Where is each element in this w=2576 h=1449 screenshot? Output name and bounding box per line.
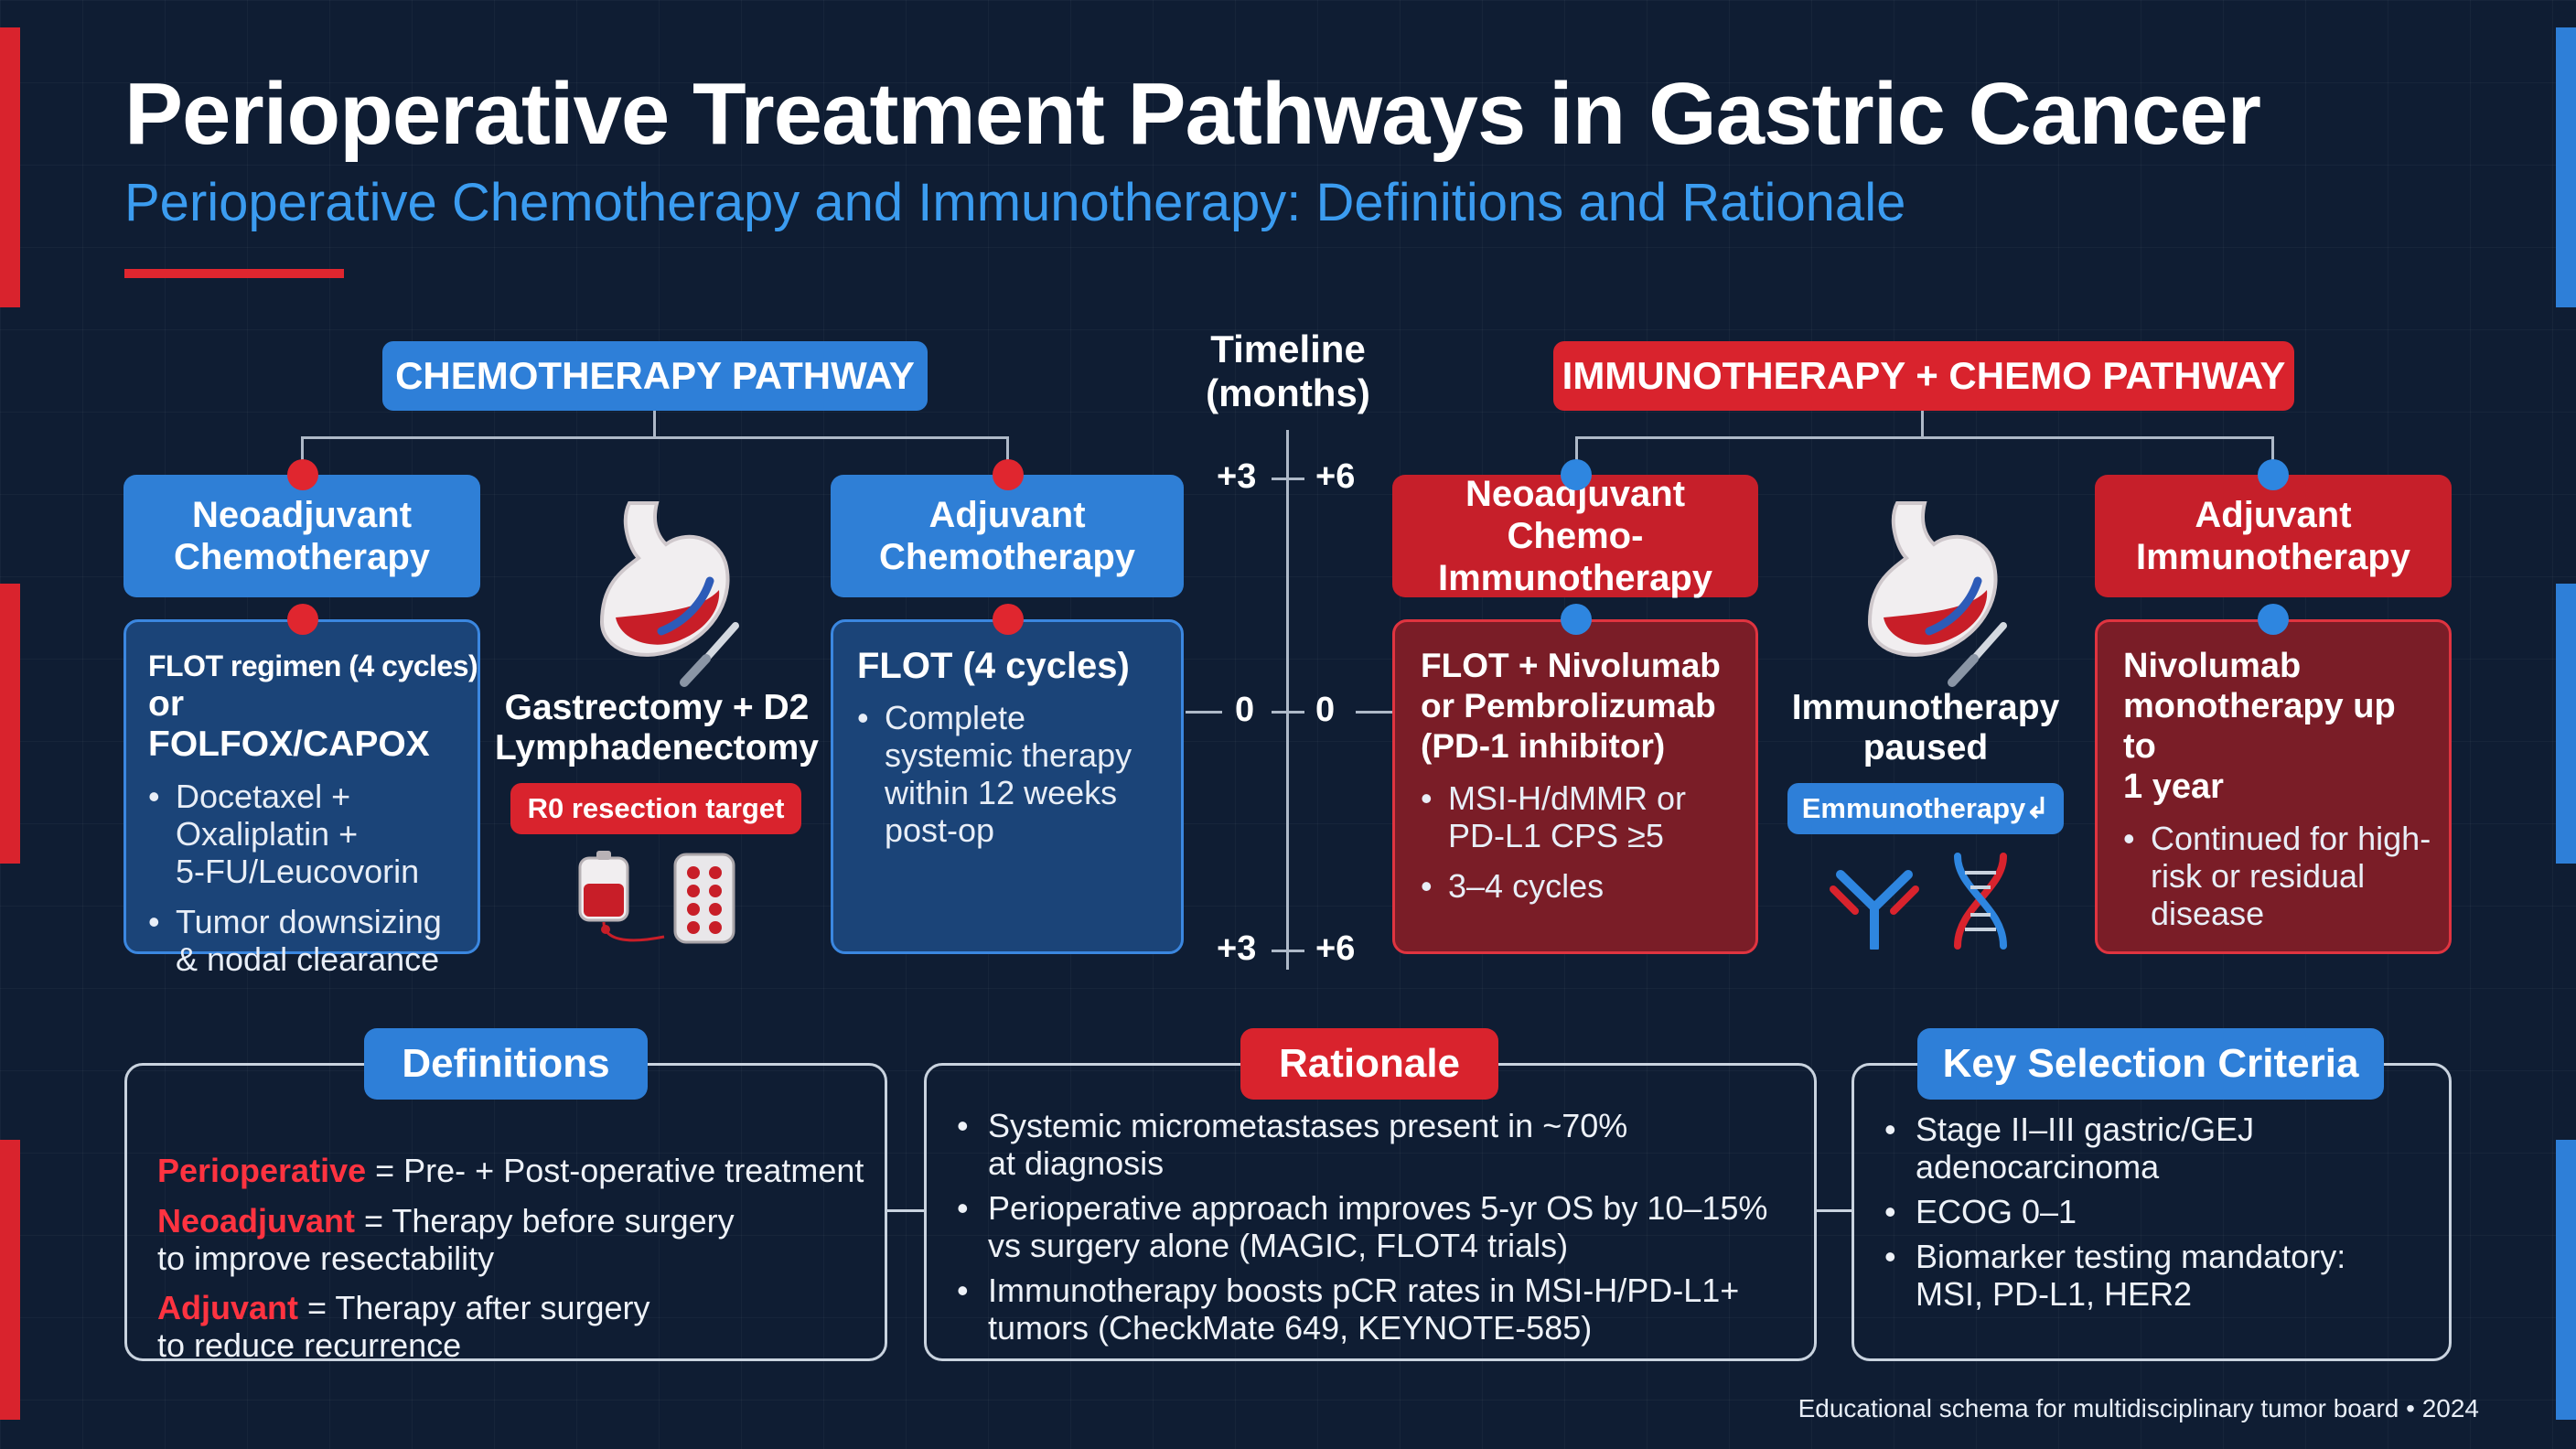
edge-accent-right-top bbox=[2556, 27, 2576, 307]
timeline-zero-dash-left bbox=[1186, 711, 1222, 714]
chemo-connector-right bbox=[1006, 436, 1009, 473]
definition-item-neoadjuvant: Neoadjuvant = Therapy before surgery to … bbox=[157, 1165, 735, 1277]
title-accent-line bbox=[124, 269, 344, 278]
scalpel-icon bbox=[680, 622, 739, 687]
chemo-adjuvant-bullets: Complete systemic therapy within 12 week… bbox=[857, 699, 1159, 849]
chemo-neoadjuvant-lead-small: FLOT regimen (4 cycles) bbox=[148, 649, 478, 682]
chemo-neoadjuvant-bullet: Docetaxel + Oxaliplatin + 5-FU/Leucovori… bbox=[148, 778, 461, 890]
definition-text: = Pre- + Post-operative treatment bbox=[366, 1152, 864, 1189]
rationale-list: Systemic micrometastases present in ~70%… bbox=[957, 1107, 1798, 1354]
chemo-neoadjuvant-lead: or FOLFOX/CAPOX bbox=[148, 684, 430, 764]
chemo-adjuvant-lead: FLOT (4 cycles) bbox=[857, 646, 1130, 686]
box-connector-right bbox=[1815, 1209, 1853, 1212]
immuno-neoadjuvant-card-dot bbox=[1561, 604, 1592, 635]
chemo-pathway-label: CHEMOTHERAPY PATHWAY bbox=[382, 341, 928, 411]
page-title: Perioperative Treatment Pathways in Gast… bbox=[124, 65, 2261, 163]
footer-note: Educational schema for multidisciplinary… bbox=[1798, 1394, 2479, 1422]
edge-accent-left-mid bbox=[0, 584, 20, 864]
chemo-adjuvant-bullet: Complete systemic therapy within 12 week… bbox=[857, 699, 1159, 849]
timeline-right-label: +6 bbox=[1315, 929, 1356, 968]
immuno-pathway-label: IMMUNOTHERAPY + CHEMO PATHWAY bbox=[1553, 341, 2294, 411]
antibody-icon bbox=[1830, 870, 1919, 950]
timeline-axis bbox=[1286, 430, 1289, 970]
definition-term: Neoadjuvant bbox=[157, 1202, 356, 1240]
iv-bag-icon bbox=[578, 851, 665, 942]
chemo-neoadjuvant-header: Neoadjuvant Chemotherapy bbox=[123, 475, 480, 597]
immuno-neoadjuvant-bullet: 3–4 cycles bbox=[1421, 867, 1739, 905]
timeline-right-label: +6 bbox=[1315, 457, 1356, 496]
timeline-title: Timeline (months) bbox=[1206, 327, 1370, 414]
immuno-connector-bar bbox=[1575, 436, 2273, 439]
stomach-icon bbox=[1867, 501, 1998, 657]
chemo-neoadjuvant-top-dot bbox=[287, 459, 318, 490]
chemo-neoadjuvant-bullets: Docetaxel + Oxaliplatin + 5-FU/Leucovori… bbox=[148, 778, 461, 978]
chemo-neoadjuvant-bullet: Tumor downsizing & nodal clearance bbox=[148, 903, 461, 978]
timeline-left-label: 0 bbox=[1235, 691, 1255, 729]
criteria-title: Key Selection Criteria bbox=[1917, 1028, 2384, 1100]
timeline-tick-top bbox=[1272, 478, 1304, 480]
immuno-neoadjuvant-bullet: MSI-H/dMMR or PD-L1 CPS ≥5 bbox=[1421, 779, 1739, 854]
immuno-connector-left bbox=[1575, 436, 1578, 473]
immuno-neoadjuvant-header: Neoadjuvant Chemo- Immunotherapy bbox=[1392, 474, 1758, 598]
edge-accent-right-bottom bbox=[2556, 1140, 2576, 1420]
definition-item-perioperative: Perioperative = Pre- + Post-operative tr… bbox=[157, 1114, 864, 1189]
timeline-left-label: +3 bbox=[1217, 929, 1257, 968]
dna-icon bbox=[1954, 853, 2007, 950]
rationale-item: Systemic micrometastases present in ~70%… bbox=[957, 1107, 1798, 1182]
immuno-adjuvant-header: Adjuvant Immunotherapy bbox=[2095, 475, 2452, 597]
immuno-adjuvant-bullet: Continued for high- risk or residual dis… bbox=[2123, 820, 2432, 932]
definition-term: Perioperative bbox=[157, 1152, 367, 1189]
chemo-connector-left bbox=[301, 436, 304, 473]
immuno-adjuvant-card-dot bbox=[2258, 604, 2289, 635]
timeline-right-label: 0 bbox=[1315, 691, 1336, 729]
chemo-adjuvant-card: FLOT (4 cycles) Complete systemic therap… bbox=[831, 619, 1184, 954]
chemo-connector-stem bbox=[653, 411, 656, 438]
immuno-surgery-label: Immunotherapy paused bbox=[1791, 688, 2060, 767]
chemo-neoadjuvant-card-dot bbox=[287, 604, 318, 635]
timeline-tick-bottom bbox=[1272, 950, 1304, 952]
box-connector-left bbox=[886, 1209, 924, 1212]
timeline-zero-dash-right bbox=[1356, 711, 1392, 714]
chemo-neoadjuvant-card: FLOT regimen (4 cycles) or FOLFOX/CAPOX … bbox=[123, 619, 480, 978]
criteria-item: Biomarker testing mandatory: MSI, PD-L1,… bbox=[1884, 1238, 2433, 1313]
chemo-connector-bar bbox=[301, 436, 1008, 439]
edge-accent-left-top bbox=[0, 27, 20, 307]
immuno-adjuvant-top-dot bbox=[2258, 459, 2289, 490]
criteria-item: Stage II–III gastric/GEJ adenocarcinoma bbox=[1884, 1111, 2433, 1186]
immuno-adjuvant-card: Nivolumab monotherapy up to 1 year Conti… bbox=[2095, 619, 2452, 954]
timeline-left-label: +3 bbox=[1217, 457, 1257, 496]
definition-item-adjuvant: Adjuvant = Therapy after surgery to redu… bbox=[157, 1251, 650, 1364]
chemo-adjuvant-card-dot bbox=[993, 604, 1024, 635]
rationale-title: Rationale bbox=[1240, 1028, 1498, 1100]
definition-term: Adjuvant bbox=[157, 1289, 299, 1326]
criteria-list: Stage II–III gastric/GEJ adenocarcinoma … bbox=[1884, 1111, 2433, 1320]
immuno-neoadjuvant-lead: FLOT + Nivolumab or Pembrolizumab (PD-1 … bbox=[1421, 647, 1721, 765]
immuno-neoadjuvant-card: FLOT + Nivolumab or Pembrolizumab (PD-1 … bbox=[1392, 619, 1758, 954]
immuno-neoadjuvant-bullets: MSI-H/dMMR or PD-L1 CPS ≥5 3–4 cycles bbox=[1421, 779, 1739, 905]
criteria-item: ECOG 0–1 bbox=[1884, 1193, 2433, 1230]
definition-text: = Therapy before surgery to improve rese… bbox=[157, 1202, 735, 1277]
timeline-tick-mid bbox=[1272, 711, 1304, 714]
edge-accent-left-bottom bbox=[0, 1140, 20, 1420]
pill-pack-icon bbox=[673, 853, 735, 944]
rationale-item: Immunotherapy boosts pCR rates in MSI-H/… bbox=[957, 1272, 1798, 1347]
scalpel-icon bbox=[1948, 622, 2007, 687]
immuno-connector-stem bbox=[1921, 411, 1924, 438]
r0-resection-badge: R0 resection target bbox=[510, 783, 801, 834]
immuno-neoadjuvant-top-dot bbox=[1561, 459, 1592, 490]
chemo-adjuvant-header: Adjuvant Chemotherapy bbox=[831, 475, 1184, 597]
rationale-item: Perioperative approach improves 5-yr OS … bbox=[957, 1189, 1798, 1264]
definition-text: = Therapy after surgery to reduce recurr… bbox=[157, 1289, 650, 1364]
stomach-icon bbox=[599, 501, 730, 657]
page-subtitle: Perioperative Chemotherapy and Immunothe… bbox=[124, 173, 1906, 232]
chemo-adjuvant-top-dot bbox=[993, 459, 1024, 490]
edge-accent-right-mid bbox=[2556, 584, 2576, 864]
definitions-title: Definitions bbox=[364, 1028, 648, 1100]
immuno-adjuvant-lead: Nivolumab monotherapy up to 1 year bbox=[2123, 647, 2396, 806]
chemo-surgery-label: Gastrectomy + D2 Lymphadenectomy bbox=[495, 688, 819, 767]
immuno-connector-right bbox=[2271, 436, 2274, 473]
immuno-adjuvant-bullets: Continued for high- risk or residual dis… bbox=[2123, 820, 2432, 932]
immunotherapy-badge: Emmunotherapy↲ bbox=[1787, 783, 2064, 834]
